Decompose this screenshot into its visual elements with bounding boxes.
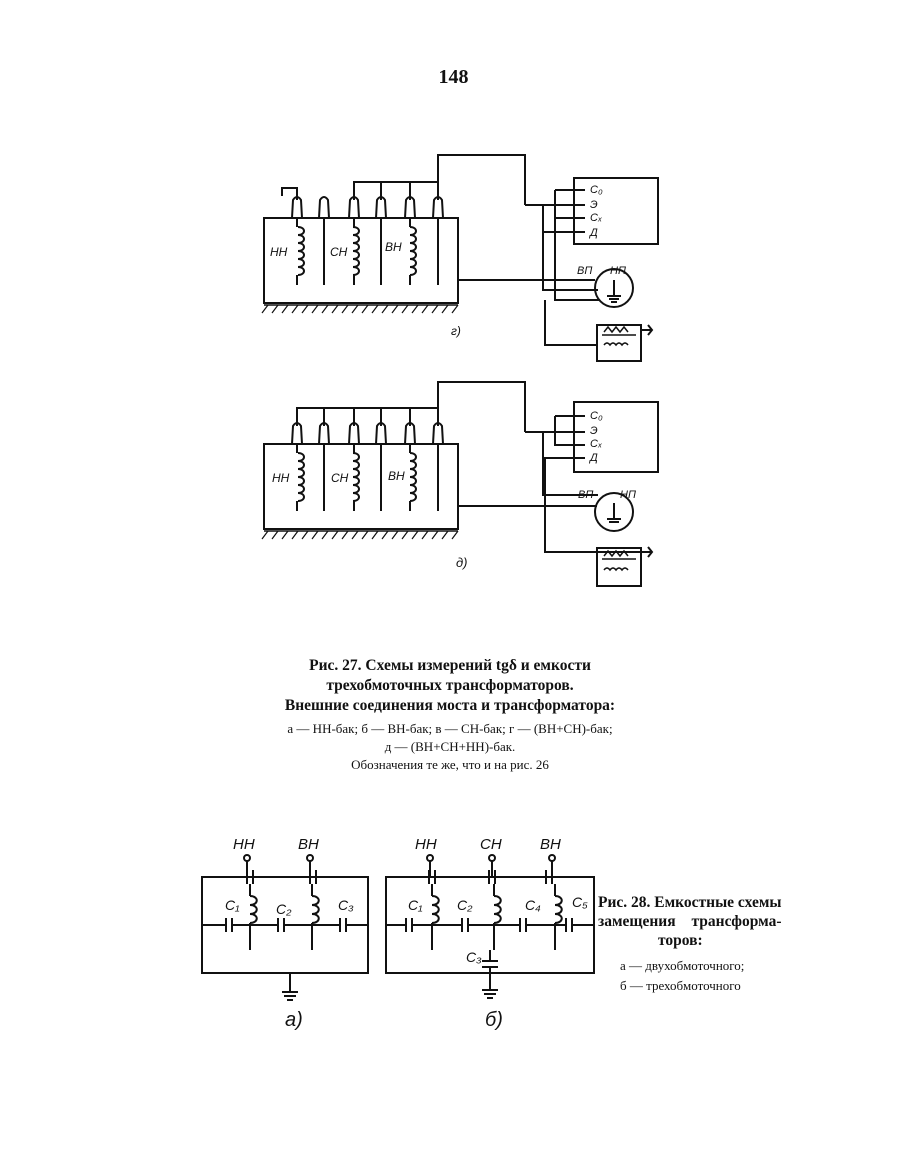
figure-28-caption: Рис. 28. Емкостные схемы замещения транс… <box>598 893 828 996</box>
supply-box-bottom <box>596 547 642 587</box>
cap-label-c1: C₁ <box>408 897 423 913</box>
bridge-box-top <box>573 177 659 245</box>
page-number: 148 <box>438 66 469 88</box>
fig28b-labels: НН СН ВН C₁ C₂ C₃ C₄ C₅ б) <box>408 836 588 1031</box>
cap-label-c3: C₃ <box>466 949 482 965</box>
winding-label-nn: НН <box>272 471 290 485</box>
terminal-label-vn: ВН <box>540 836 561 853</box>
supply-box-top <box>596 324 642 362</box>
fig28-sublabel-a: а) <box>285 1009 303 1031</box>
caption28-title: Рис. 28. Емкостные схемы замещения транс… <box>598 893 828 950</box>
fig27-sublabel-d: д) <box>456 555 468 570</box>
terminal-label-e: Э <box>590 199 598 211</box>
terminal-label-c0: С₀ <box>590 410 603 422</box>
terminal-label-d: Д <box>588 452 598 464</box>
terminal-label-vn: ВН <box>298 836 319 853</box>
terminal-label-d: Д <box>588 227 598 239</box>
cap-label-c5: C₅ <box>572 894 588 910</box>
fig27-bottom-labels: НН СН ВН С₀ Э Сₓ Д ВП НП д) <box>272 410 636 570</box>
caption28-title-line2: замещения трансформа- <box>598 913 782 930</box>
winding-label-sn: СН <box>330 245 348 259</box>
terminal-label-c0: С₀ <box>590 184 603 196</box>
winding-label-nn: НН <box>270 245 288 259</box>
caption28-legend-a: а — двухобмоточного; <box>620 958 745 973</box>
tank-top <box>263 217 459 304</box>
terminal-label-e: Э <box>590 425 598 437</box>
vp-label: ВП <box>577 265 592 277</box>
vp-label: ВП <box>578 489 593 501</box>
caption28-legend: а — двухобмоточного; б — трехобмоточного <box>598 956 828 996</box>
caption-legend-line1: а — НН-бак; б — ВН-бак; в — СН-бак; г — … <box>287 721 613 736</box>
tank-bottom <box>263 443 459 530</box>
terminal-label-cx: Сₓ <box>590 212 602 224</box>
bridge-box-bottom <box>573 401 659 473</box>
terminal-label-nn: НН <box>233 836 255 853</box>
np-label: НП <box>620 489 636 501</box>
fig28b-diagram <box>385 854 595 999</box>
caption-note: Обозначения те же, что и на рис. 26 <box>351 757 549 772</box>
caption-title-line1: Рис. 27. Схемы измерений tgδ и емкости <box>309 657 591 674</box>
winding-label-vn: ВН <box>385 240 402 254</box>
fig28-sublabel-b: б) <box>485 1009 503 1031</box>
cap-label-c2: C₂ <box>457 897 473 913</box>
fig27-bottom-diagram <box>261 381 659 587</box>
fig28a-diagram <box>201 854 369 1001</box>
caption-title-line2: трехобмоточных трансформаторов. <box>326 677 574 694</box>
caption28-legend-b: б — трехобмоточного <box>620 978 741 993</box>
terminal-label-nn: НН <box>415 836 437 853</box>
terminal-label-sn: СН <box>480 836 502 853</box>
cap-label-c1: C₁ <box>225 897 240 913</box>
terminal-label-cx: Сₓ <box>590 438 602 450</box>
fig27-top-labels: НН СН ВН С₀ Э Сₓ Д ВП НП г) <box>270 184 626 338</box>
fig27-top-diagram <box>261 154 659 362</box>
cap-label-c3: C₃ <box>338 897 354 913</box>
switch-circle-top <box>594 268 634 308</box>
caption-legend-line2: д — (ВН+СН+НН)-бак. <box>384 739 516 754</box>
figure-27-caption: Рис. 27. Схемы измерений tgδ и емкости т… <box>230 656 670 774</box>
cap-label-c4: C₄ <box>525 897 541 913</box>
winding-label-vn: ВН <box>388 469 405 483</box>
caption28-title-line3: торов: <box>658 932 703 949</box>
switch-circle-bottom <box>594 492 634 532</box>
fig27-sublabel-g: г) <box>451 324 461 338</box>
winding-label-sn: СН <box>331 471 349 485</box>
caption-title-line3: Внешние соединения моста и трансформатор… <box>284 697 616 714</box>
fig28a-labels: НН ВН C₁ C₂ C₃ а) <box>225 836 354 1031</box>
caption28-title-line1: Рис. 28. Емкостные схемы <box>598 894 782 911</box>
np-label: НП <box>610 265 626 277</box>
cap-label-c2: C₂ <box>276 901 292 917</box>
